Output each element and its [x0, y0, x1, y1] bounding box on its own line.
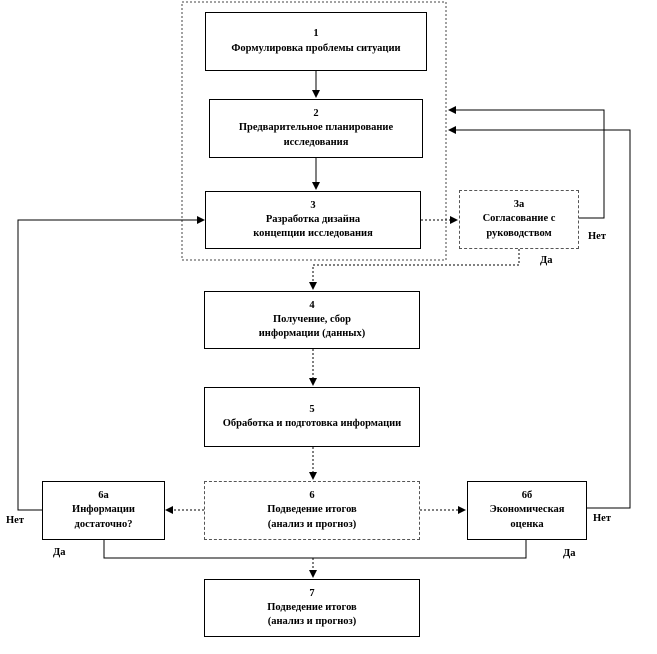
- step-7-number: 7: [309, 587, 315, 599]
- edge-label-6b-no: Нет: [593, 513, 611, 524]
- step-2-label: Предварительное планирование: [238, 122, 394, 134]
- edge-label-6b-yes: Да: [563, 548, 576, 559]
- step-3-number: 3: [310, 199, 316, 211]
- step-6-label: Подведение итогов: [267, 504, 357, 516]
- step-6-box: 6 Подведение итогов (анализ и прогноз): [204, 481, 420, 540]
- step-6a-label: Информации: [72, 504, 135, 516]
- step-2-number: 2: [313, 108, 319, 120]
- step-6a-label-line2: достаточно?: [74, 518, 133, 530]
- step-2-label-line2: исследования: [283, 136, 349, 148]
- step-3-label-line2: концепции исследования: [253, 228, 373, 240]
- edge-label-6a-yes: Да: [53, 547, 66, 558]
- arrow-6b-yes-line: [313, 540, 527, 559]
- step-7-label-line2: (анализ и прогноз): [267, 616, 357, 628]
- step-3a-box: 3а Согласование с руководством: [459, 190, 579, 249]
- edge-label-6a-no: Нет: [6, 515, 24, 526]
- step-5-number: 5: [309, 403, 315, 415]
- step-5-label: Обработка и подготовка информации: [222, 418, 402, 429]
- arrow-6a-yes-line: [103, 540, 313, 559]
- edge-label-3a-yes: Да: [540, 255, 553, 266]
- step-2-box: 2 Предварительное планирование исследова…: [209, 99, 423, 158]
- step-1-box: 1 Формулировка проблемы ситуации: [205, 12, 427, 71]
- arrow-6a-no-to-3: [17, 216, 205, 511]
- step-6a-number: 6а: [98, 490, 109, 502]
- step-7-box: 7 Подведение итогов (анализ и прогноз): [204, 579, 420, 637]
- step-4-box: 4 Получение, сбор информации (данных): [204, 291, 420, 349]
- step-6b-number: 6б: [521, 490, 533, 502]
- step-3a-number: 3а: [513, 199, 525, 211]
- step-4-label-line2: информации (данных): [258, 328, 366, 340]
- step-3-box: 3 Разработка дизайна концепции исследова…: [205, 191, 421, 249]
- edge-label-3a-no: Нет: [588, 231, 606, 242]
- arrow-3a-yes-to-4: [309, 249, 520, 290]
- step-1-number: 1: [313, 28, 319, 40]
- step-3a-label: Согласование с: [482, 213, 556, 225]
- step-6b-label-line2: оценка: [510, 518, 544, 530]
- step-7-label: Подведение итогов: [267, 601, 357, 613]
- step-3-label: Разработка дизайна: [265, 213, 361, 225]
- step-5-box: 5 Обработка и подготовка информации: [204, 387, 420, 447]
- step-6a-decision-box: 6а Информации достаточно?: [42, 481, 165, 540]
- step-6b-label: Экономическая: [489, 504, 565, 516]
- step-4-label: Получение, сбор: [272, 313, 351, 325]
- step-3a-label-line2: руководством: [486, 227, 552, 239]
- step-4-number: 4: [309, 299, 315, 311]
- step-6b-box: 6б Экономическая оценка: [467, 481, 587, 540]
- arrow-3a-no-to-2: [448, 106, 605, 219]
- step-1-label: Формулировка проблемы ситуации: [231, 42, 401, 54]
- step-6-label-line2: (анализ и прогноз): [267, 518, 357, 530]
- step-6-number: 6: [309, 490, 315, 502]
- arrow-6b-no-to-2: [448, 126, 631, 509]
- planning-group-frame: [181, 1, 447, 261]
